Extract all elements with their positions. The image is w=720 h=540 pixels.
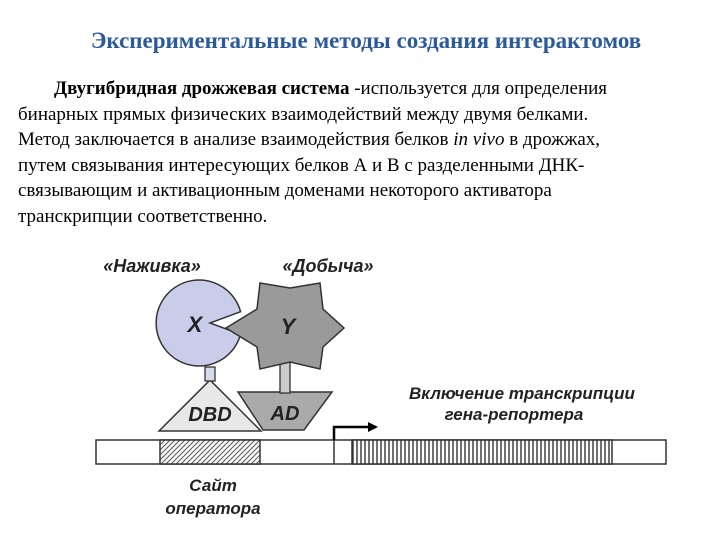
paragraph-line-3-start: Метод заключается в анализе взаимодейств… xyxy=(18,129,454,151)
paragraph-line-1-rest: -используется для определения xyxy=(349,78,608,99)
slide-title: Экспериментальные методы создания интера… xyxy=(90,28,642,53)
protein-y xyxy=(224,282,346,370)
paragraph-line-2: бинарных прямых физических взаимодействи… xyxy=(18,103,589,125)
protein-x xyxy=(155,279,242,367)
bait-label: «Наживка» xyxy=(103,256,201,276)
reporter-gene-region xyxy=(351,439,613,465)
paragraph-line-3-end: в дрожжах, xyxy=(504,129,601,151)
transcription-label-line-2: гена-репортера xyxy=(445,405,584,424)
dbd-domain xyxy=(157,378,263,432)
protein-x-label: X xyxy=(186,312,204,337)
bait-linker xyxy=(204,366,216,382)
protein-y-label: Y xyxy=(281,314,298,339)
description-paragraph: Двугибридная дрожжевая система -использу… xyxy=(18,76,708,230)
method-name: Двугибридная дрожжевая система xyxy=(54,78,350,99)
paragraph-line-1: Двугибридная дрожжевая система -использу… xyxy=(18,76,708,102)
operator-site-region xyxy=(159,439,261,465)
paragraph-line-4: путем связывания интересующих белков А и… xyxy=(18,154,585,176)
dbd-label: DBD xyxy=(188,404,231,426)
operator-label-line-2: оператора xyxy=(165,499,260,518)
ad-label: AD xyxy=(270,403,300,425)
operator-label-line-1: Сайт xyxy=(189,476,237,495)
paragraph-line-3: Метод заключается в анализе взаимодейств… xyxy=(18,127,708,153)
ad-domain xyxy=(236,391,334,431)
prey-linker xyxy=(279,359,291,394)
paragraph-line-5: связывающим и активационным доменами нек… xyxy=(18,180,552,202)
in-vivo-term: in vivo xyxy=(453,129,505,151)
transcription-start-arrow xyxy=(332,422,378,440)
transcription-label-line-1: Включение транскрипции xyxy=(409,384,636,403)
paragraph-line-6: транскрипции соответственно. xyxy=(18,205,268,227)
prey-label: «Добыча» xyxy=(282,256,373,276)
